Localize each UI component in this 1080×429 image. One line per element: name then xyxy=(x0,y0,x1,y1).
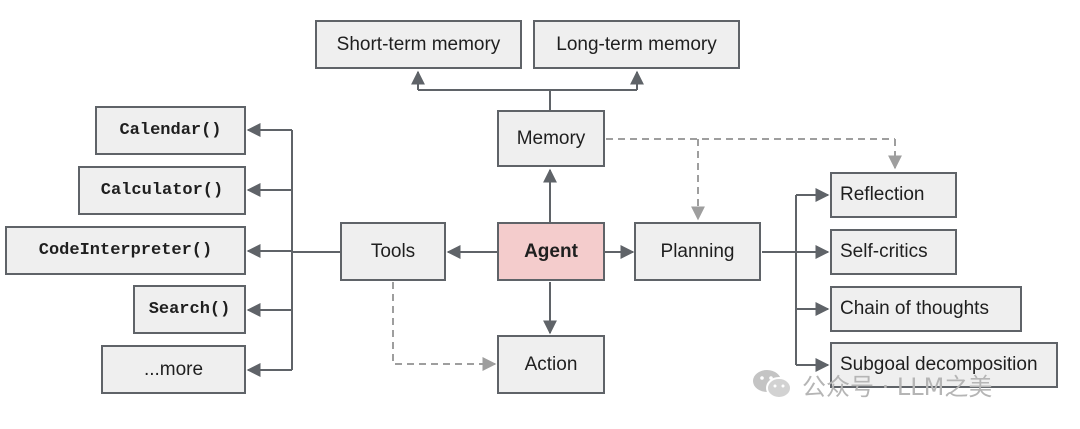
more-tools-node: ...more xyxy=(101,345,246,394)
long-term-memory-node: Long-term memory xyxy=(533,20,740,69)
tools-node: Tools xyxy=(340,222,446,281)
calendar-tool-node: Calendar() xyxy=(95,106,246,155)
search-tool-node: Search() xyxy=(133,285,246,334)
code-interpreter-tool-node: CodeInterpreter() xyxy=(5,226,246,275)
self-critics-node: Self-critics xyxy=(830,229,957,275)
reflection-node: Reflection xyxy=(830,172,957,218)
calculator-tool-node: Calculator() xyxy=(78,166,246,215)
tools-bus xyxy=(291,130,340,370)
action-node: Action xyxy=(497,335,605,394)
subgoal-decomposition-node: Subgoal decomposition xyxy=(830,342,1058,388)
watermark: 公众号 · LLM之美 xyxy=(752,366,992,402)
planning-node: Planning xyxy=(634,222,761,281)
short-term-memory-node: Short-term memory xyxy=(315,20,522,69)
watermark-text: 公众号 · LLM之美 xyxy=(802,372,993,401)
memory-to-memory-types-connector xyxy=(418,89,551,110)
memory-node: Memory xyxy=(497,110,605,167)
dashed-tools-to-action xyxy=(392,282,497,371)
wechat-icon xyxy=(752,367,794,401)
chain-of-thoughts-node: Chain of thoughts xyxy=(830,286,1022,332)
planning-bus xyxy=(762,195,797,365)
agent-node: Agent xyxy=(497,222,605,281)
